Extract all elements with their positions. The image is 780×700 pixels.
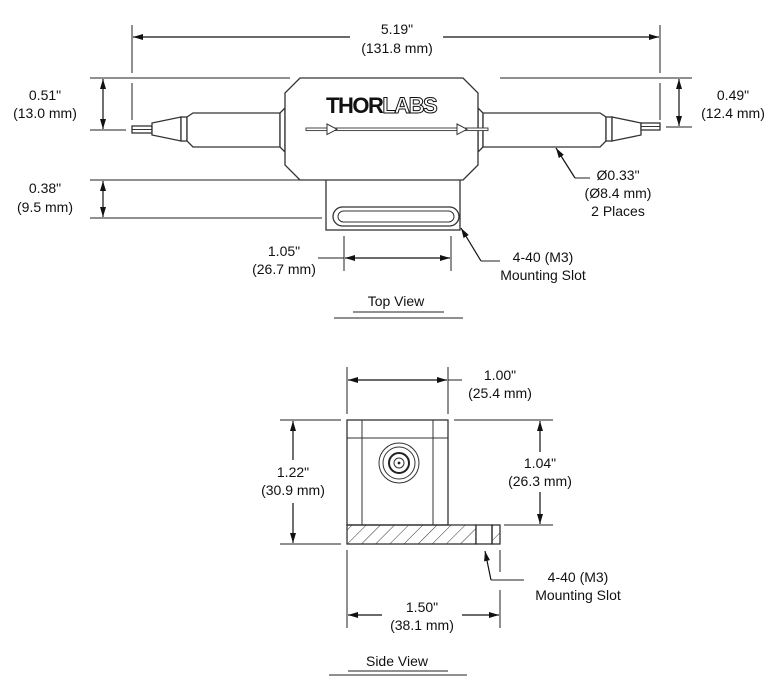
base-hatched-end bbox=[491, 524, 501, 545]
slot-length-dimension: 1.05" (26.7 mm) bbox=[252, 236, 452, 277]
body-width-imperial: 1.00" bbox=[484, 367, 516, 383]
overall-height-imperial: 1.22" bbox=[277, 464, 309, 480]
fiber-diameter-metric: (Ø8.4 mm) bbox=[585, 185, 652, 201]
mounting-slot-line2: Mounting Slot bbox=[535, 587, 621, 603]
thorlabs-logo: THORLABS bbox=[326, 93, 439, 119]
fiber-diameter-imperial: Ø0.33" bbox=[596, 167, 639, 183]
isolator-housing: THORLABS bbox=[284, 77, 489, 181]
fiber-diameter-callout: Ø0.33" (Ø8.4 mm) 2 Places bbox=[555, 147, 652, 219]
top-view-label: Top View bbox=[368, 293, 425, 309]
mounting-slot-line1: 4-40 (M3) bbox=[548, 569, 609, 585]
side-view-label: Side View bbox=[366, 653, 429, 669]
leader-arrow bbox=[460, 227, 482, 262]
right-fiber-tube bbox=[482, 112, 607, 148]
left-fiber-height-imperial: 0.51" bbox=[29, 87, 61, 103]
mounting-slot-outer bbox=[332, 206, 460, 227]
left-fiber-pigtail bbox=[131, 106, 286, 154]
overall-height-metric: (30.9 mm) bbox=[261, 482, 325, 498]
body-height-dimension: 1.04" (26.3 mm) bbox=[454, 419, 572, 526]
beam-arrowhead-right bbox=[456, 123, 469, 136]
base-length-imperial: 1.50" bbox=[406, 599, 438, 615]
right-fiber-height-metric: (12.4 mm) bbox=[701, 105, 765, 121]
leader-arrow bbox=[484, 550, 492, 581]
mounting-slot-line2: Mounting Slot bbox=[500, 267, 586, 283]
port-center bbox=[397, 461, 401, 465]
right-fiber-pigtail bbox=[477, 106, 661, 154]
slot-length-metric: (26.7 mm) bbox=[252, 261, 316, 277]
top-view-title: Top View bbox=[334, 293, 463, 319]
body-height-imperial: 1.04" bbox=[524, 455, 556, 471]
base-slot-gap bbox=[475, 524, 493, 545]
leader-arrow bbox=[555, 147, 576, 179]
beam-direction-arrow bbox=[305, 123, 489, 136]
right-boot-taper bbox=[611, 116, 642, 142]
side-view: 1.00" (25.4 mm) 1.22" (30.9 mm) 1.04" (2… bbox=[261, 367, 621, 676]
right-fiber-height-dimension: 0.49" (12.4 mm) bbox=[500, 77, 765, 128]
side-view-title: Side View bbox=[329, 653, 467, 676]
port-ring-3 bbox=[388, 452, 410, 474]
overall-length-imperial: 5.19" bbox=[381, 21, 413, 37]
left-tube-flange bbox=[279, 106, 286, 154]
mounting-slot-inner bbox=[337, 210, 455, 223]
beam-line bbox=[305, 127, 489, 132]
overall-length-metric: (131.8 mm) bbox=[361, 40, 433, 56]
base-length-metric: (38.1 mm) bbox=[390, 617, 454, 633]
mounting-slot-line1: 4-40 (M3) bbox=[513, 249, 574, 265]
body-height-metric: (26.3 mm) bbox=[508, 473, 572, 489]
bracket-height-dimension: 0.38" (9.5 mm) bbox=[17, 179, 322, 219]
port-ring-2 bbox=[382, 446, 416, 480]
bracket-height-metric: (9.5 mm) bbox=[17, 199, 73, 215]
logo-thor: THORLABS bbox=[326, 93, 437, 118]
top-view: 5.19" (131.8 mm) 0.51" (13.0 mm) 0.49" (… bbox=[13, 21, 765, 319]
port-ring-outer bbox=[378, 442, 420, 484]
fiber-port-icon bbox=[378, 442, 420, 484]
left-fiber-tube bbox=[186, 112, 281, 148]
beam-arrowhead-left bbox=[326, 123, 339, 136]
left-boot-collar bbox=[180, 116, 188, 142]
mounting-bracket-top bbox=[325, 177, 461, 231]
fiber-diameter-note: 2 Places bbox=[591, 203, 645, 219]
bracket-height-imperial: 0.38" bbox=[29, 180, 61, 196]
left-boot-taper bbox=[151, 116, 182, 142]
base-plate-side bbox=[346, 524, 501, 545]
overall-height-dimension: 1.22" (30.9 mm) bbox=[261, 419, 341, 545]
body-width-dimension: 1.00" (25.4 mm) bbox=[346, 367, 532, 414]
left-fiber-height-metric: (13.0 mm) bbox=[13, 105, 77, 121]
base-length-dimension: 1.50" (38.1 mm) bbox=[346, 550, 501, 633]
port-ring-inner bbox=[393, 457, 405, 469]
right-boot-collar bbox=[605, 116, 613, 142]
left-fiber-height-dimension: 0.51" (13.0 mm) bbox=[13, 77, 290, 131]
overall-length-dimension: 5.19" (131.8 mm) bbox=[131, 21, 661, 120]
right-fiber-height-imperial: 0.49" bbox=[717, 87, 749, 103]
slot-length-imperial: 1.05" bbox=[268, 243, 300, 259]
body-width-metric: (25.4 mm) bbox=[468, 385, 532, 401]
base-hatched-section bbox=[346, 524, 477, 545]
isolator-body-side bbox=[346, 419, 449, 526]
mounting-slot-callout-top: 4-40 (M3) Mounting Slot bbox=[460, 227, 586, 283]
mounting-slot-callout-side: 4-40 (M3) Mounting Slot bbox=[484, 550, 621, 603]
